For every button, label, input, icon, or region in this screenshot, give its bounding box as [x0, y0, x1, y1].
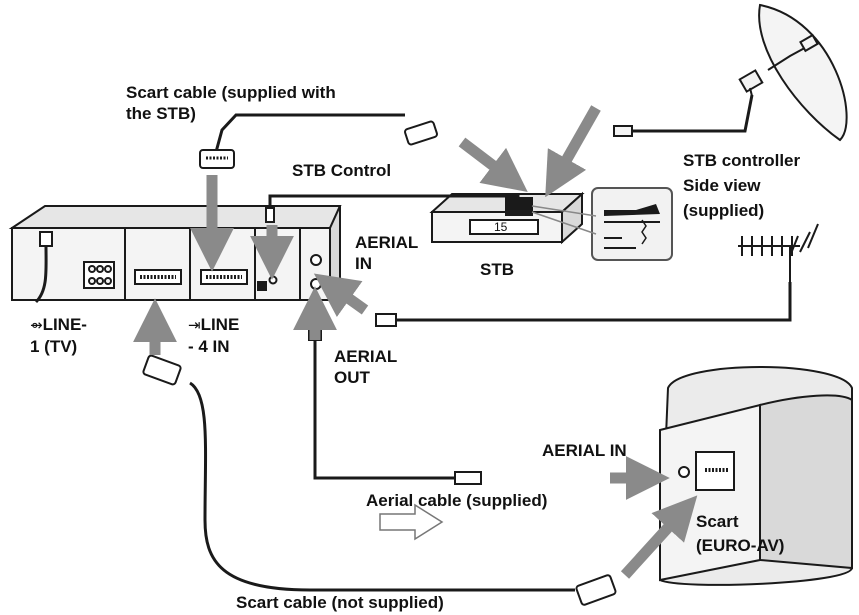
label-scart-cable-not-supplied: Scart cable (not supplied): [236, 593, 444, 612]
line-out-icon: ⇴: [30, 316, 43, 334]
vcr-rear-panel: [8, 205, 342, 301]
label-stb-controller: STB controller Side view (supplied): [683, 151, 801, 220]
label-aerial-in-vcr: AERIAL IN: [355, 233, 419, 273]
terrestrial-aerial: [738, 223, 819, 282]
stb-display-readout: 15: [494, 220, 508, 234]
label-line-4-in: ⇥LINE - 4 IN: [188, 315, 240, 356]
direction-arrows: [133, 105, 698, 579]
satellite-dish: [613, 3, 848, 142]
label-aerial-out: AERIAL OUT: [334, 347, 398, 387]
label-scart-cable-stb: Scart cable (supplied with the STB): [126, 83, 336, 123]
label-line-1-tv: ⇴LINE- 1 (TV): [30, 315, 87, 356]
label-stb: STB: [480, 260, 514, 279]
hollow-arrow: [379, 503, 444, 541]
stb-controller-side-view: [531, 187, 673, 261]
line-in-icon: ⇥: [188, 316, 201, 334]
label-aerial-cable: Aerial cable (supplied): [366, 491, 548, 510]
label-scart-euro-av: Scart (EURO-AV): [696, 512, 785, 555]
label-stb-control: STB Control: [292, 161, 392, 180]
label-aerial-in-tv: AERIAL IN: [542, 441, 627, 460]
